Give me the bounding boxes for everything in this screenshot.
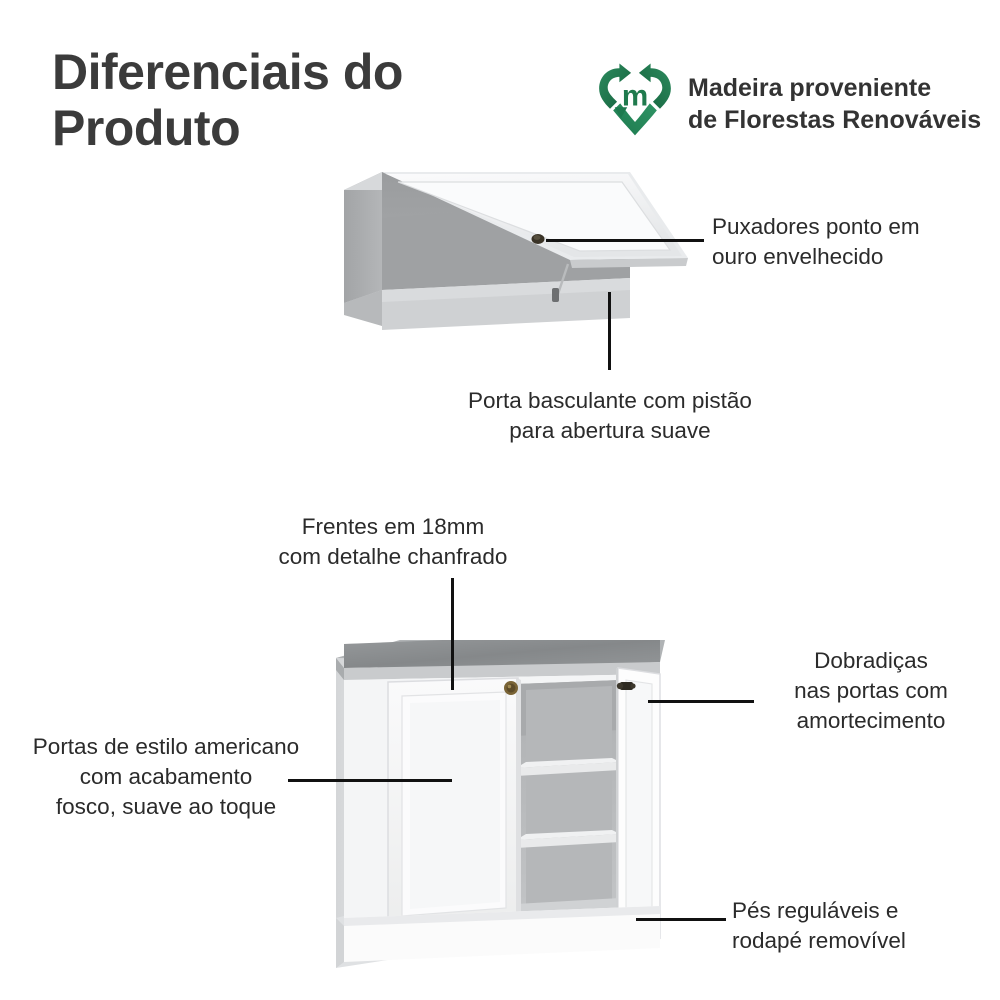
callout-hinges: Dobradiças nas portas com amortecimento bbox=[794, 648, 948, 733]
eco-certification-badge: m Madeira proveniente de Florestas Renov… bbox=[596, 62, 981, 145]
page-title: Diferenciais do Produto bbox=[52, 44, 403, 156]
callout-doors: Portas de estilo americano com acabament… bbox=[32, 734, 300, 819]
leader-line-hinges bbox=[648, 700, 754, 703]
wall-cabinet-illustration bbox=[330, 160, 690, 345]
recycling-heart-icon: m bbox=[596, 62, 674, 145]
leader-line-doors bbox=[288, 779, 452, 782]
leader-line-tilt-door bbox=[608, 292, 611, 370]
leader-line-handles bbox=[546, 239, 704, 242]
eco-badge-label: Madeira proveniente de Florestas Renováv… bbox=[688, 73, 982, 134]
callout-tilt-door: Porta basculante com pistão para abertur… bbox=[468, 388, 752, 443]
callout-feet: Pés reguláveis e rodapé removível bbox=[732, 898, 906, 953]
leader-line-feet bbox=[636, 918, 726, 921]
svg-text:m: m bbox=[622, 80, 648, 113]
leader-line-fronts bbox=[451, 578, 454, 690]
base-cabinet-illustration bbox=[330, 618, 690, 973]
callout-handles: Puxadores ponto em ouro envelhecido bbox=[712, 214, 920, 269]
callout-fronts: Frentes em 18mm com detalhe chanfrado bbox=[278, 514, 508, 569]
